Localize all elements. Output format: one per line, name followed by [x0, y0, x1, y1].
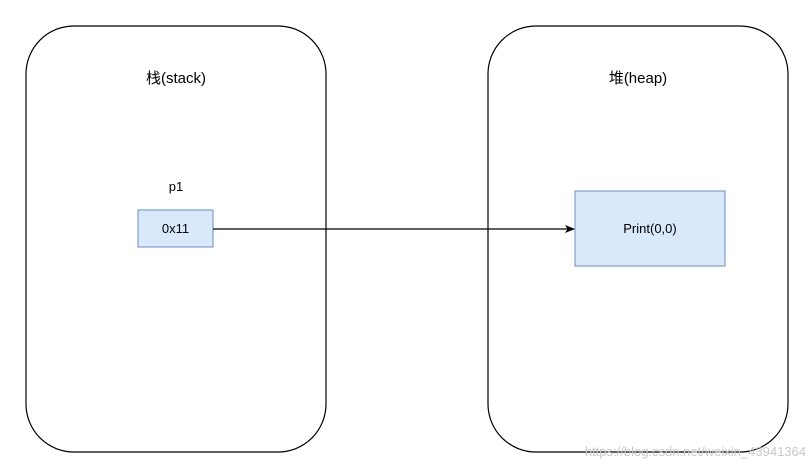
heap-title: 堆(heap) — [609, 70, 667, 87]
stack-title: 栈(stack) — [146, 70, 206, 87]
heap-object-box — [574, 190, 726, 267]
variable-label-p1: p1 — [169, 179, 183, 194]
pointer-value: 0x11 — [162, 221, 189, 236]
pointer-box — [137, 209, 214, 248]
watermark-text: https://blog.csdn.net/weixin_43941364 — [585, 444, 806, 459]
heap-object-label: Print(0,0) — [623, 221, 676, 236]
